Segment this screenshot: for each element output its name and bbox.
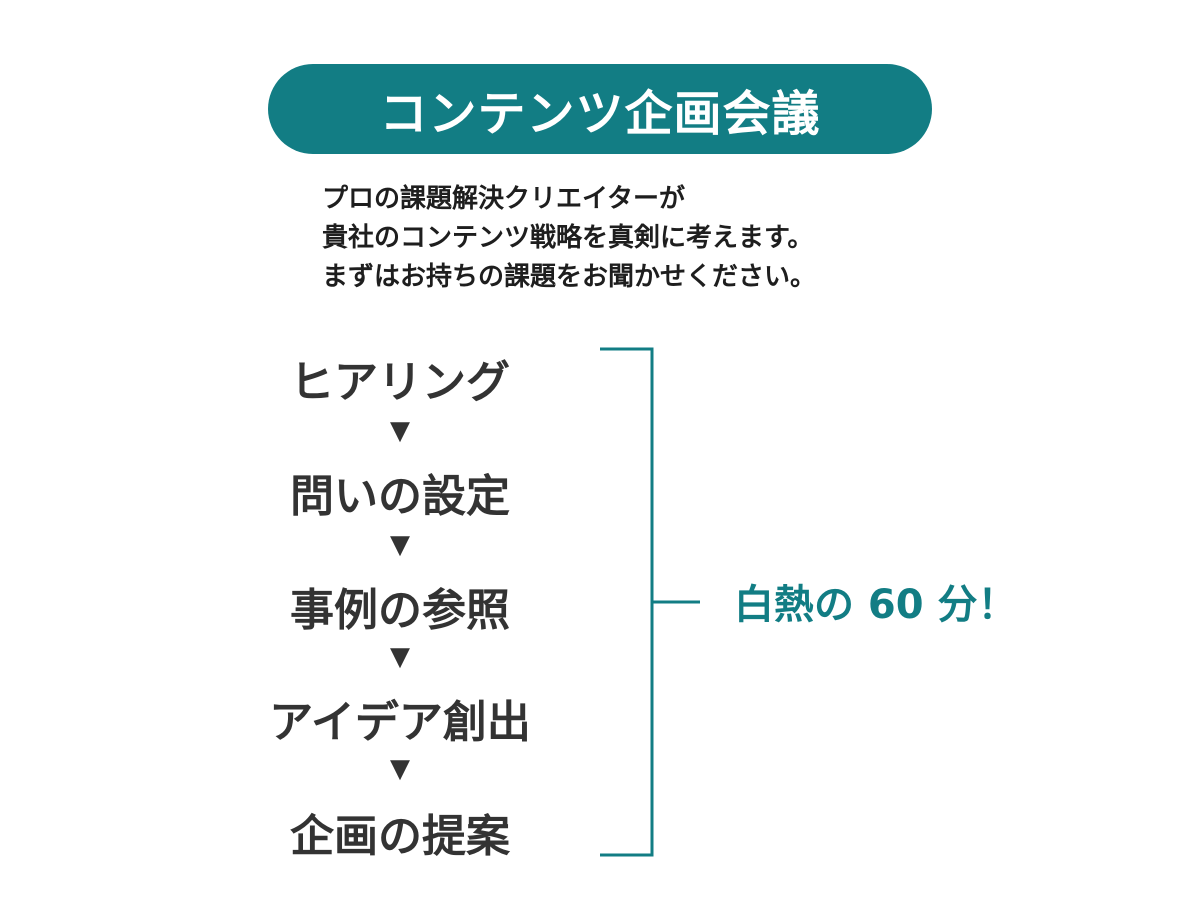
intro-line: 貴社のコンテンツ戦略を真剣に考えます。 <box>322 223 814 253</box>
intro-text: プロの課題解決クリエイターが 貴社のコンテンツ戦略を真剣に考えます。 まずはお持… <box>322 180 962 297</box>
flow-step-hearing: ヒアリング <box>290 357 510 408</box>
down-arrow-icon: ▼ <box>390 754 410 784</box>
down-arrow-icon: ▼ <box>390 530 410 560</box>
flow-step-question: 問いの設定 <box>290 471 510 522</box>
down-arrow-icon: ▼ <box>390 642 410 672</box>
result-label: 白熱の 60 分！ <box>734 582 1018 628</box>
bracket-connector <box>600 347 700 857</box>
intro-line: まずはお持ちの課題をお聞かせください。 <box>322 262 817 292</box>
flow-step-ideation: アイデア創出 <box>269 697 531 748</box>
page-title: コンテンツ企画会議 <box>379 86 821 142</box>
flow-step-proposal: 企画の提案 <box>290 811 510 862</box>
flow-step-case-reference: 事例の参照 <box>290 585 510 636</box>
down-arrow-icon: ▼ <box>390 416 410 446</box>
title-banner: コンテンツ企画会議 <box>268 64 932 154</box>
intro-line: プロの課題解決クリエイターが <box>322 184 685 214</box>
